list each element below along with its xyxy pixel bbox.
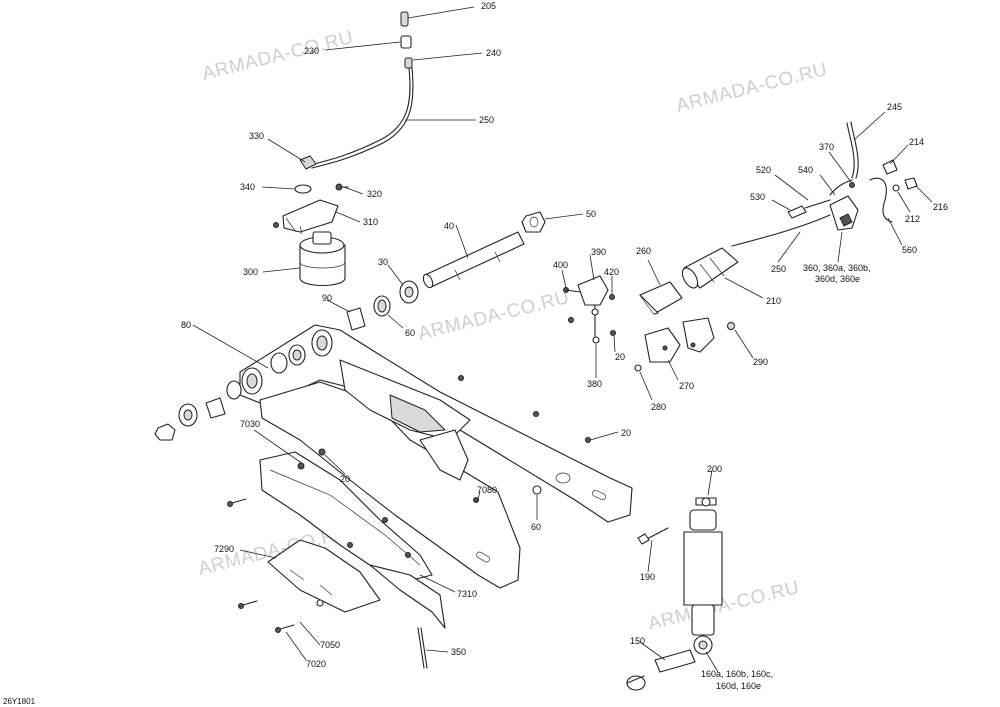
callout-270: 270 [679, 381, 694, 391]
callout-80: 80 [181, 320, 191, 330]
cover-260 [639, 281, 683, 315]
watermark: ARMADA-CO.RU [200, 27, 355, 85]
callout-60b: 60 [531, 522, 541, 532]
callout-340: 340 [240, 182, 255, 192]
callout-560: 560 [902, 245, 917, 255]
callout-20b: 20 [621, 428, 631, 438]
fitting-205 [400, 11, 409, 27]
callout-216: 216 [933, 202, 948, 212]
callout-370: 370 [819, 142, 834, 152]
callout-214: 214 [909, 137, 924, 147]
callout-260: 260 [636, 246, 651, 256]
callout-420: 420 [604, 267, 619, 277]
callout-20c: 20 [340, 474, 350, 484]
callout-50: 50 [586, 209, 596, 219]
callout-250: 250 [479, 115, 494, 125]
nut-60b [532, 485, 542, 495]
callout-320: 320 [367, 189, 382, 199]
shock-160 [689, 509, 717, 531]
callout-212: 212 [905, 214, 920, 224]
reservoir-300 [299, 231, 346, 286]
callout-200: 200 [707, 464, 722, 474]
sensor-linkage [563, 275, 616, 344]
washer-340 [294, 184, 312, 194]
callout-530: 530 [750, 192, 765, 202]
callout-360: 360, 360a, 360b, [803, 263, 871, 273]
sensor-390 [577, 275, 609, 306]
shock-group [626, 497, 723, 691]
callout-390: 390 [591, 247, 606, 257]
callout-240: 240 [486, 48, 501, 58]
callout-250-right: 250 [771, 264, 786, 274]
callout-150: 150 [630, 636, 645, 646]
callout-380: 380 [587, 379, 602, 389]
callout-280: 280 [651, 402, 666, 412]
hose-250 [309, 67, 411, 166]
callout-330: 330 [249, 131, 264, 141]
callout-160: 160a, 160b, 160c, [701, 669, 773, 679]
elbow-214 [882, 159, 898, 175]
nut-290 [727, 322, 735, 330]
fitting-240 [404, 57, 413, 69]
fitting-530 [787, 205, 807, 219]
fitting-216 [904, 177, 918, 190]
bracket-310 [282, 199, 339, 233]
watermark: ARMADA-CO.RU [646, 577, 801, 635]
clamp-212 [892, 184, 900, 192]
callout-360-cont: 360d, 360e [815, 274, 860, 284]
callout-7310: 7310 [457, 589, 477, 599]
callout-300: 300 [243, 267, 258, 277]
callout-190: 190 [640, 572, 655, 582]
nut-50 [521, 211, 546, 233]
callout-7030: 7030 [240, 419, 260, 429]
guard-7290 [267, 539, 381, 613]
nut-280 [634, 364, 642, 372]
callout-60: 60 [405, 328, 415, 338]
callout-7080: 7080 [477, 485, 497, 495]
callout-205: 205 [481, 1, 496, 11]
callout-160-cont: 160d, 160e [716, 681, 761, 691]
watermark: ARMADA-CO.RU [416, 287, 571, 345]
bushing-90 [346, 307, 366, 331]
callout-310: 310 [363, 217, 378, 227]
callout-290: 290 [753, 357, 768, 367]
callout-210: 210 [766, 296, 781, 306]
callout-labels: 205 230 240 250 330 340 320 310 300 40 5… [3, 1, 948, 706]
line-540 [829, 179, 853, 196]
callout-7050: 7050 [320, 640, 340, 650]
hose-250b [731, 214, 831, 247]
guard-7310 [369, 564, 446, 629]
figure-code: 26Y1801 [3, 697, 36, 706]
leader-lines [192, 6, 933, 673]
tie-350 [417, 627, 425, 669]
watermark: ARMADA-CO.RU [674, 59, 829, 117]
callout-7020: 7020 [306, 659, 326, 669]
callout-520: 520 [756, 165, 771, 175]
shaft-40 [424, 231, 525, 288]
bushing-150 [654, 649, 696, 673]
swing-arm-80 [239, 324, 633, 589]
callout-90: 90 [322, 293, 332, 303]
callout-230: 230 [304, 46, 319, 56]
callout-30: 30 [378, 257, 388, 267]
brake-line-group [273, 11, 414, 286]
elbow-330 [299, 155, 317, 170]
pivot-bearings [154, 344, 306, 441]
actuator-group [634, 247, 739, 372]
cap-230 [400, 35, 412, 49]
hose-560 [869, 177, 893, 223]
callout-7290: 7290 [214, 544, 234, 554]
hose-245 [846, 122, 855, 179]
callout-20: 20 [615, 352, 625, 362]
bracket-270 [644, 327, 681, 363]
bolt-190 [644, 527, 669, 541]
valve-line-group [731, 121, 918, 247]
callout-245: 245 [887, 102, 902, 112]
callout-540: 540 [798, 165, 813, 175]
axle-group [346, 211, 546, 331]
callout-400: 400 [553, 260, 568, 270]
callout-350: 350 [451, 647, 466, 657]
callout-40: 40 [444, 221, 454, 231]
